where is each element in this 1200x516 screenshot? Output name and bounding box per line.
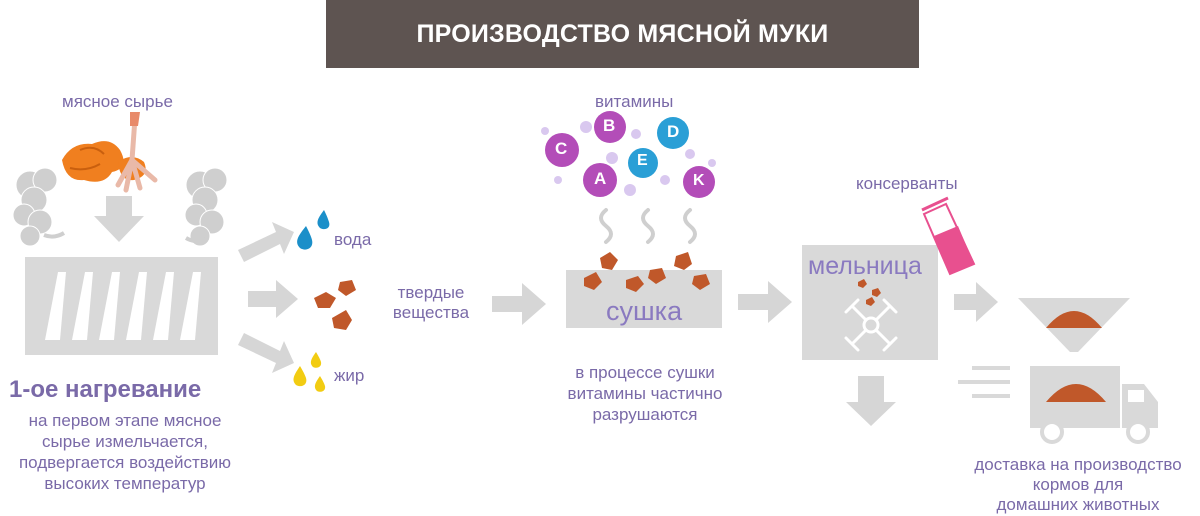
vitamin-letter-k: K <box>693 172 705 189</box>
arrow-down-mill <box>846 376 896 426</box>
drying-note: в процессе сушки витамины частично разру… <box>545 362 745 425</box>
delivery-note: доставка на производство кормов для дома… <box>956 455 1200 515</box>
arrow-to-funnel <box>954 282 998 322</box>
page-title: ПРОИЗВОДСТВО МЯСНОЙ МУКИ <box>326 0 919 68</box>
label-drying: сушка <box>606 296 683 326</box>
arrow-to-water <box>238 222 294 262</box>
drying-note-line2: витамины частично <box>567 384 723 403</box>
grinder-teeth <box>45 272 201 340</box>
vitamin-bubbles <box>541 111 716 198</box>
delivery-line3: домашних животных <box>996 495 1160 514</box>
steam-cloud-right <box>184 167 228 247</box>
label-preservatives: консерванты <box>856 174 958 193</box>
dried-pieces-icon <box>584 252 710 292</box>
label-raw-meat: мясное сырье <box>62 92 173 111</box>
label-solids-line1: твердые <box>397 283 465 302</box>
vitamin-letter-c: C <box>555 139 568 158</box>
vitamin-d-icon <box>657 117 689 149</box>
arrow-to-solids <box>248 280 298 318</box>
solid-pieces-icon <box>314 280 356 330</box>
heating-line3: подвергается воздействию <box>18 453 232 472</box>
vitamin-letter-d: D <box>667 122 680 141</box>
vitamin-a-icon <box>583 163 617 197</box>
chicken-foot-icon <box>115 115 158 193</box>
vitamin-k-icon <box>683 166 715 198</box>
heating-line1: на первом этапе мясное <box>28 411 222 430</box>
vitamin-e-icon <box>628 148 658 178</box>
fat-drop-icon <box>293 352 326 392</box>
vitamin-letter-e: E <box>637 152 648 169</box>
mill-pieces-icon <box>858 279 881 306</box>
arrow-to-fat <box>238 333 294 373</box>
steam-squiggles <box>599 208 697 244</box>
delivery-line1: доставка на производство <box>974 455 1182 474</box>
vitamin-letter-a: A <box>594 169 607 188</box>
chicken-foot-top <box>130 112 140 126</box>
arrow-to-mill <box>738 281 792 323</box>
drying-note-line1: в процессе сушки <box>575 363 715 382</box>
steam-cloud-left <box>12 167 66 247</box>
label-vitamins: витамины <box>595 92 674 111</box>
heating-description: на первом этапе мясное сырье измельчаетс… <box>0 410 250 494</box>
arrow-to-drying <box>492 283 546 325</box>
vitamin-letter-b: B <box>603 116 616 135</box>
flour-pile-funnel <box>1046 311 1102 328</box>
drying-note-line3: разрушаются <box>592 405 698 424</box>
arrow-down-grinder <box>94 196 144 242</box>
label-fat: жир <box>334 366 365 385</box>
truck-icon <box>958 366 1158 444</box>
label-solids: твердые вещества <box>378 283 484 323</box>
heating-line4: высоких температур <box>44 474 206 493</box>
beaker-icon <box>921 196 976 276</box>
mill-blade-icon <box>844 298 898 352</box>
label-solids-line2: вещества <box>392 303 470 322</box>
delivery-line2: кормов для <box>1032 475 1124 494</box>
water-drop-icon <box>297 210 330 250</box>
heating-heading: 1-ое нагревание <box>9 376 202 403</box>
vitamin-b-icon <box>594 111 626 143</box>
label-water: вода <box>334 230 372 249</box>
heating-line2: сырье измельчается, <box>42 432 208 451</box>
label-mill: мельница <box>808 252 922 280</box>
flour-pile-truck <box>1046 384 1106 402</box>
vitamin-c-icon <box>545 133 579 167</box>
